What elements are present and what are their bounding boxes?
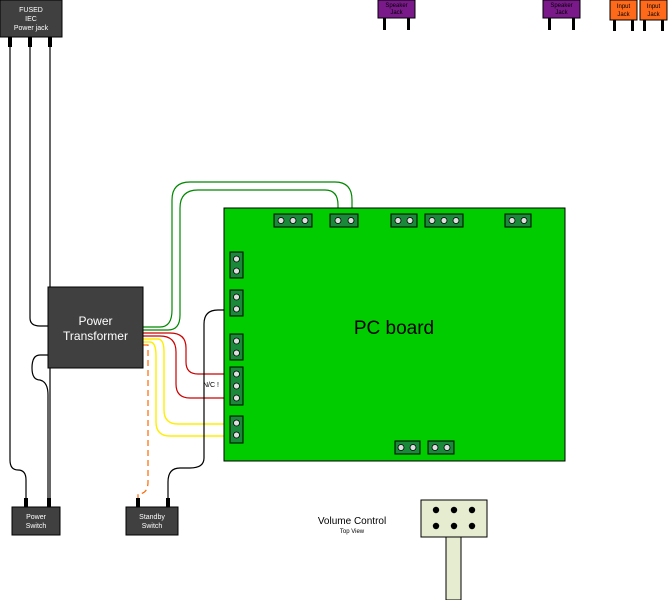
iec-jack-body <box>0 0 63 38</box>
connector-bottom-1 <box>394 440 421 455</box>
speaker-jack-1: Speaker Jack <box>377 0 416 30</box>
speaker-jack-1-line1: Speaker <box>385 3 407 9</box>
standby-switch-pin-a <box>136 498 140 507</box>
volume-pot-shaft <box>445 536 462 600</box>
power-switch-body <box>11 506 61 536</box>
pc-board-body <box>223 207 566 462</box>
input-jack-1-line1: Input <box>617 4 631 10</box>
power-switch-line1: Power <box>26 514 47 521</box>
input-jack-2-body <box>639 0 668 21</box>
wire-yellow-2 <box>143 341 234 437</box>
speaker-jack-2: Speaker Jack <box>542 0 581 30</box>
input-jack-1-pin-b <box>631 20 634 31</box>
nc-label: N/C ! <box>203 382 219 389</box>
connector-top-3 <box>390 213 418 228</box>
connector-top-1 <box>273 213 313 228</box>
power-switch-line2: Switch <box>26 523 47 530</box>
input-jack-2-pin-b <box>661 20 664 31</box>
wire-board-to-standby <box>167 309 236 500</box>
pc-board-label: PC board <box>354 318 434 339</box>
standby-switch: Standby Switch <box>125 498 179 536</box>
standby-switch-pin-b <box>166 498 170 507</box>
speaker-jack-2-line2: Jack <box>555 10 568 16</box>
speaker-jack-1-body <box>377 0 416 19</box>
volume-pot-pin-1 <box>432 506 440 514</box>
transformer-label-line1: Power <box>78 314 112 328</box>
connector-left-3 <box>229 333 244 361</box>
wires <box>9 37 353 500</box>
transformer-label-line2: Transformer <box>63 329 128 343</box>
input-jack-2-pin-a <box>643 20 646 31</box>
connector-top-2 <box>329 213 359 228</box>
power-switch-pin-b <box>47 498 51 507</box>
iec-label-line3: Power jack <box>14 25 49 32</box>
connector-top-4 <box>424 213 464 228</box>
volume-pot-pin-4 <box>432 522 440 530</box>
transformer-body <box>47 286 144 369</box>
wire-green-1 <box>143 181 353 328</box>
volume-pot-pin-2 <box>450 506 458 514</box>
standby-switch-body <box>125 506 179 536</box>
pc-board: PC board N/C ! <box>203 207 566 462</box>
volume-pot-pin-6 <box>468 522 476 530</box>
volume-pot-body <box>420 499 488 538</box>
iec-pin-2 <box>28 37 32 47</box>
power-switch: Power Switch <box>11 498 61 536</box>
speaker-jack-1-pin-a <box>383 18 386 30</box>
wire-orange-dashed <box>137 344 149 500</box>
iec-pin-3 <box>48 37 52 47</box>
input-jack-2-line1: Input <box>647 4 661 10</box>
standby-switch-line1: Standby <box>139 514 165 521</box>
wire-green-2 <box>143 189 339 331</box>
speaker-jack-2-pin-b <box>572 18 575 30</box>
power-transformer: Power Transformer <box>47 286 144 369</box>
connector-bottom-2 <box>427 440 455 455</box>
input-jack-2: Input Jack <box>639 0 668 31</box>
iec-power-jack: FUSED IEC Power jack <box>0 0 63 47</box>
volume-pot-pin-5 <box>450 522 458 530</box>
speaker-jack-2-body <box>542 0 581 19</box>
speaker-jack-2-pin-a <box>548 18 551 30</box>
speaker-jack-1-pin-b <box>407 18 410 30</box>
wire-red-1 <box>143 332 234 375</box>
input-jack-1-line2: Jack <box>617 12 630 18</box>
input-jack-1-body <box>609 0 638 21</box>
connector-left-4 <box>229 366 244 406</box>
volume-control: Volume Control Top View <box>318 499 488 600</box>
iec-pin-1 <box>8 37 12 47</box>
input-jack-1-pin-a <box>613 20 616 31</box>
standby-switch-line2: Switch <box>142 523 163 530</box>
input-jack-2-line2: Jack <box>647 12 660 18</box>
connector-left-1 <box>229 251 244 279</box>
connector-left-5 <box>229 415 244 444</box>
iec-label-line2: IEC <box>25 16 37 23</box>
connector-left-2 <box>229 289 244 317</box>
power-switch-pin-a <box>24 498 28 507</box>
volume-control-title: Volume Control <box>318 516 386 527</box>
wire-iec-to-transformer-2 <box>29 37 48 327</box>
volume-control-subtitle: Top View <box>340 529 365 535</box>
input-jack-1: Input Jack <box>609 0 638 31</box>
wire-red-2 <box>143 335 234 399</box>
speaker-jack-2-line1: Speaker <box>550 3 572 9</box>
volume-pot-pin-3 <box>468 506 476 514</box>
wire-iec-to-transformer-1 <box>9 37 27 500</box>
speaker-jack-1-line2: Jack <box>390 10 403 16</box>
connector-top-5 <box>504 213 532 228</box>
wire-transformer-to-power-switch <box>31 354 49 500</box>
wire-yellow-1 <box>143 338 234 425</box>
iec-label-line1: FUSED <box>19 7 43 14</box>
